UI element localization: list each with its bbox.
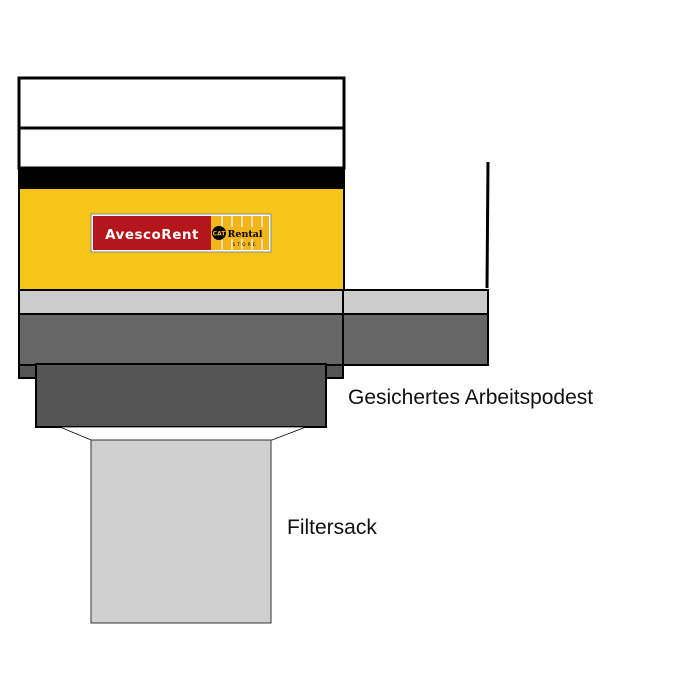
filter-bag <box>90 439 272 624</box>
guard-rail-post <box>485 161 490 289</box>
platform-label: Gesichertes Arbeitspodest <box>348 386 594 409</box>
hopper <box>35 363 327 428</box>
left-lug <box>18 364 38 379</box>
unit-rail <box>18 289 344 315</box>
cat-badge-text: CAT <box>213 231 227 238</box>
filter-cartridge-middle <box>17 126 346 170</box>
bag-funnel <box>59 426 307 441</box>
logo-store-text: STORE <box>232 242 257 248</box>
platform-rail <box>342 289 489 315</box>
avescorent-logo: AvescoRent CAT Rental STORE <box>90 213 272 253</box>
right-lug <box>325 364 344 379</box>
unit-base <box>18 313 344 366</box>
filter-bag-label: Filtersack <box>287 516 377 539</box>
black-band <box>18 167 345 188</box>
platform-base <box>342 313 489 366</box>
logo-rental-band <box>224 227 266 239</box>
filter-cartridge-top <box>17 76 346 130</box>
cat-badge-icon <box>212 226 226 240</box>
logo-red-field <box>93 216 211 250</box>
logo-rental-text: Rental <box>228 229 263 240</box>
logo-brand-text: AvescoRent <box>105 227 199 243</box>
